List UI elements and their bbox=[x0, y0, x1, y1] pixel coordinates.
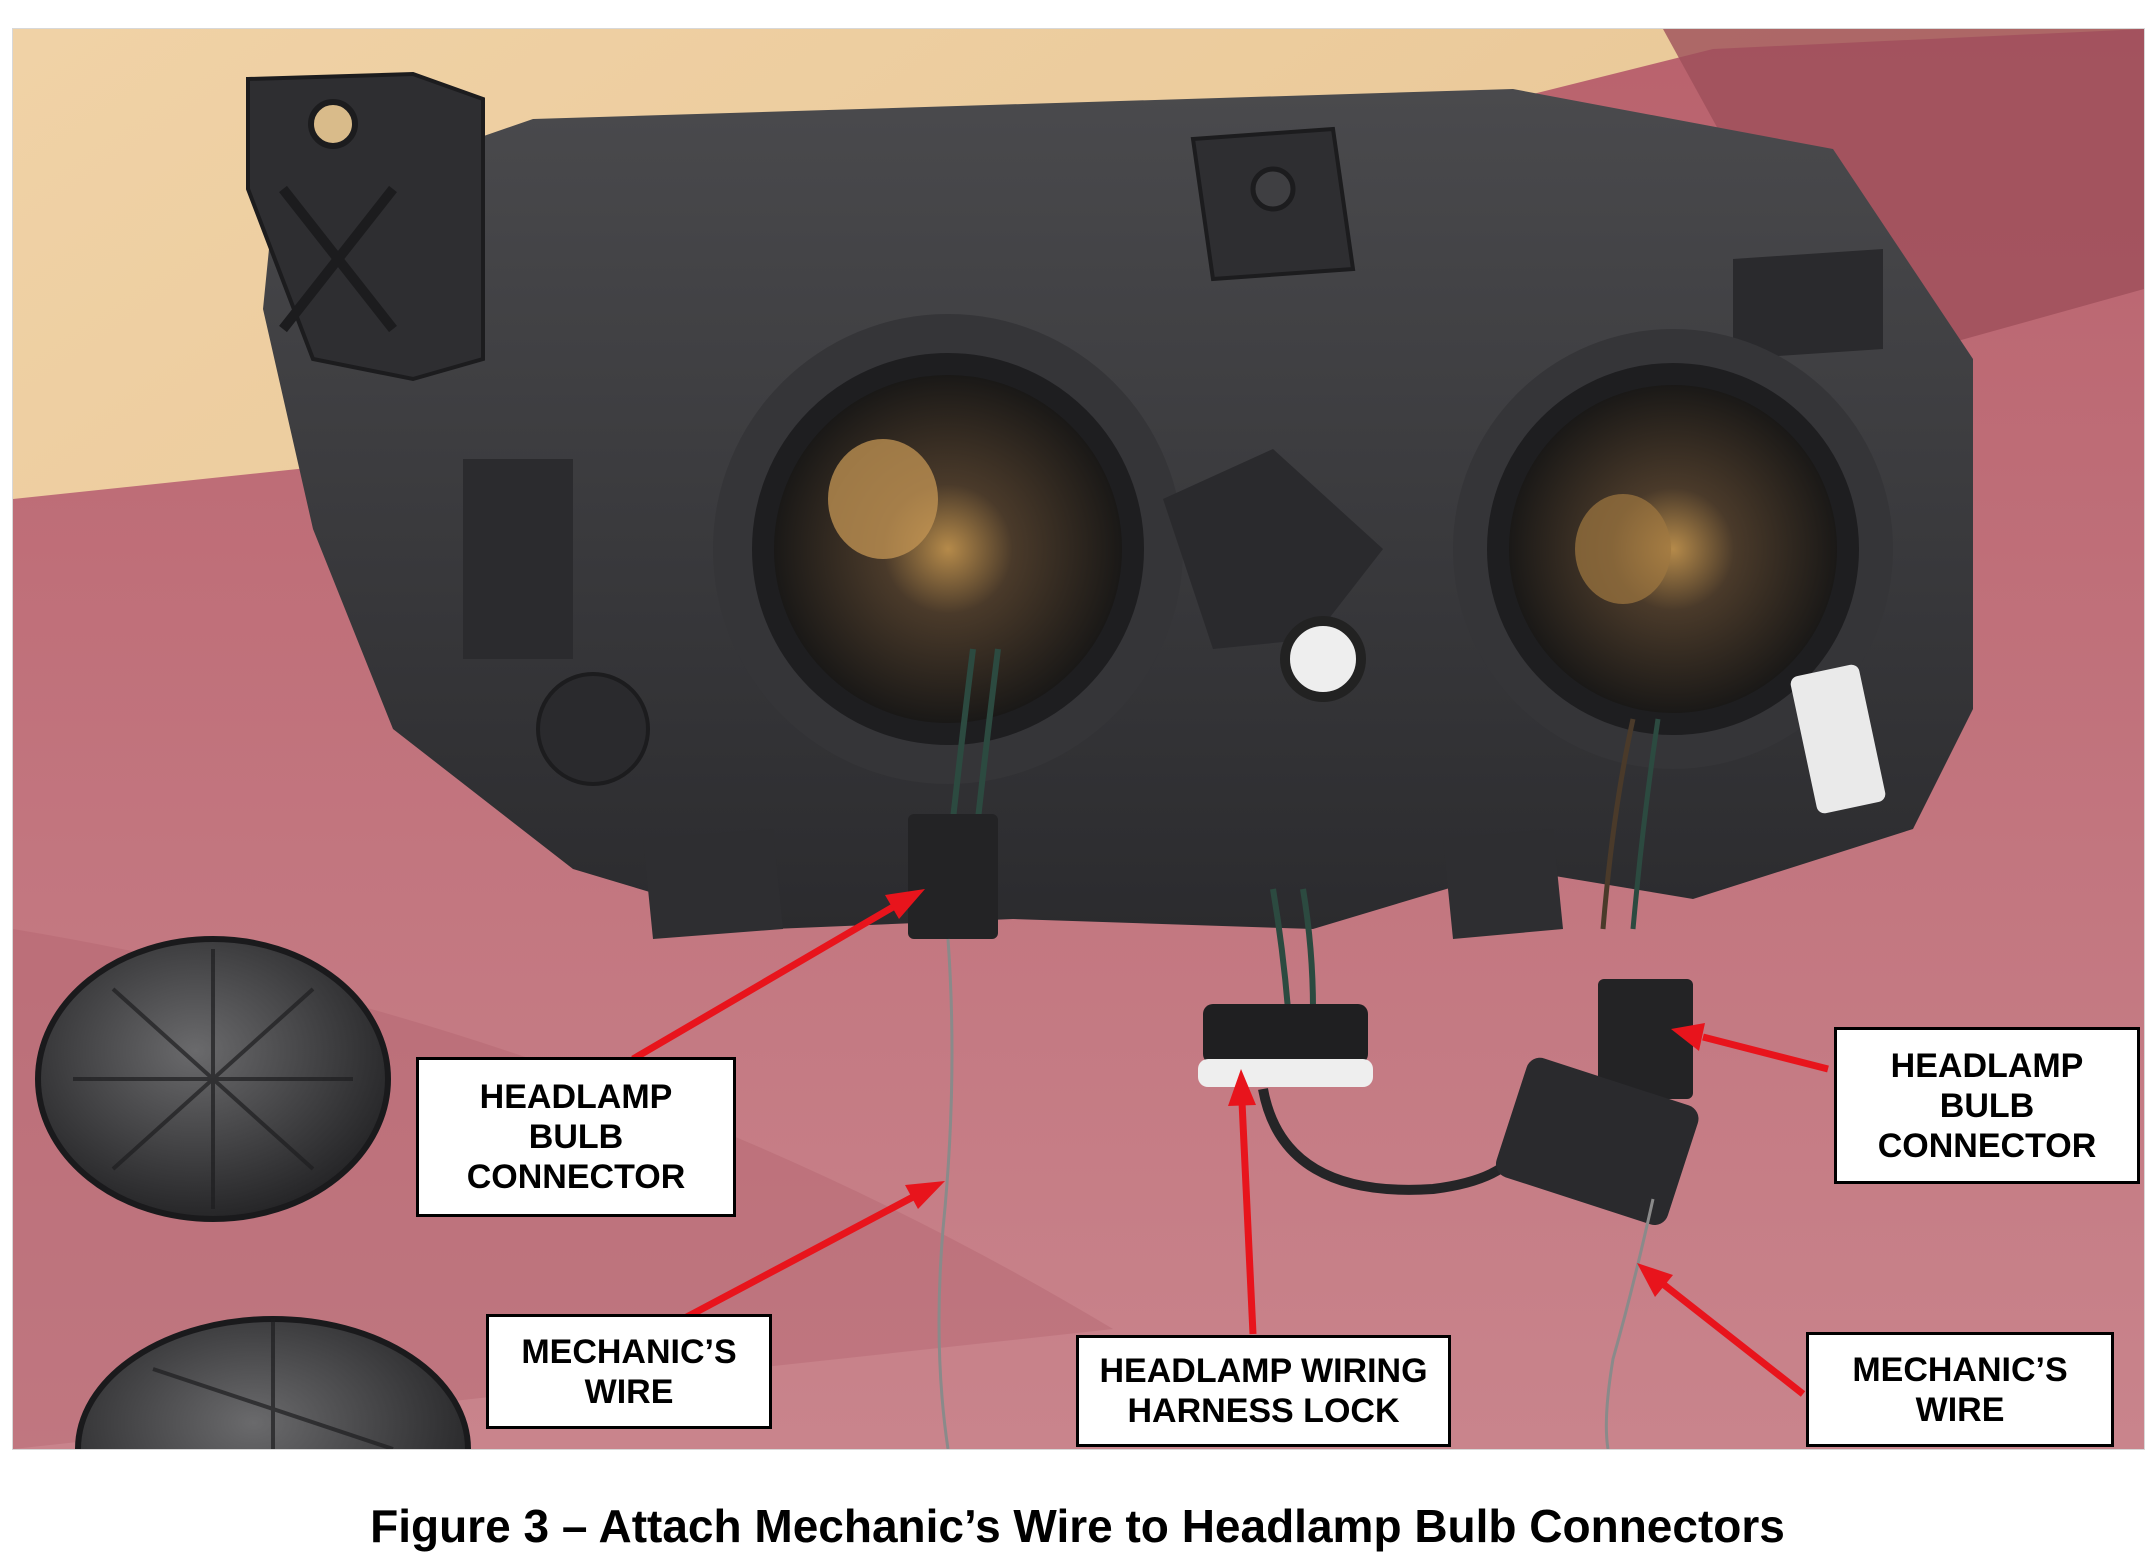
callout-line: MECHANIC’S bbox=[521, 1332, 737, 1371]
left-bulb-opening bbox=[713, 314, 1183, 784]
figure-caption: Figure 3 – Attach Mechanic’s Wire to Hea… bbox=[370, 1500, 1785, 1552]
dust-cap-top bbox=[35, 936, 391, 1222]
arrow-harness-lock bbox=[1228, 1069, 1257, 1335]
arrow-left-bulb-connector bbox=[631, 889, 925, 1063]
callout-line: BULB bbox=[528, 1118, 624, 1156]
callout-line: CONNECTOR bbox=[466, 1158, 686, 1196]
left-mechanics-wire bbox=[937, 938, 954, 1449]
callout-mechanics-wire-left: MECHANIC’S WIRE bbox=[486, 1314, 772, 1429]
callout-line: HARNESS LOCK bbox=[1127, 1392, 1400, 1430]
callout-mechanics-wire-right: MECHANIC’S WIRE bbox=[1806, 1332, 2114, 1447]
callout-line: BULB bbox=[1939, 1086, 2035, 1125]
callout-line: HEADLAMP bbox=[1890, 1046, 2084, 1085]
callout-line: CONNECTOR bbox=[1877, 1126, 2097, 1165]
center-socket bbox=[1163, 449, 1383, 702]
callout-line: HEADLAMP bbox=[479, 1078, 673, 1116]
headlamp-photo bbox=[12, 28, 2145, 1450]
arrow-left-mechanics-wire bbox=[681, 1181, 945, 1323]
callout-line: WIRE bbox=[1915, 1390, 2005, 1429]
callout-headlamp-bulb-connector-right: HEADLAMP BULB CONNECTOR bbox=[1834, 1027, 2140, 1184]
arrow-right-mechanics-wire bbox=[1637, 1263, 1806, 1397]
callout-line: HEADLAMP WIRING bbox=[1099, 1352, 1428, 1390]
right-mechanics-wire bbox=[1604, 1198, 1655, 1449]
right-bulb-connector bbox=[1495, 718, 1699, 1225]
arrow-right-bulb-connector bbox=[1671, 1023, 1829, 1073]
right-bulb-opening bbox=[1453, 329, 1893, 769]
callout-line: MECHANIC’S bbox=[1852, 1350, 2068, 1389]
callout-headlamp-wiring-harness-lock: HEADLAMP WIRING HARNESS LOCK bbox=[1076, 1335, 1451, 1447]
dust-cap-bottom bbox=[75, 1316, 471, 1449]
callout-headlamp-bulb-connector-left: HEADLAMP BULB CONNECTOR bbox=[416, 1057, 736, 1217]
callout-line: WIRE bbox=[584, 1372, 674, 1411]
left-bulb-connector bbox=[908, 648, 1001, 939]
annotation-arrows bbox=[631, 889, 1829, 1397]
